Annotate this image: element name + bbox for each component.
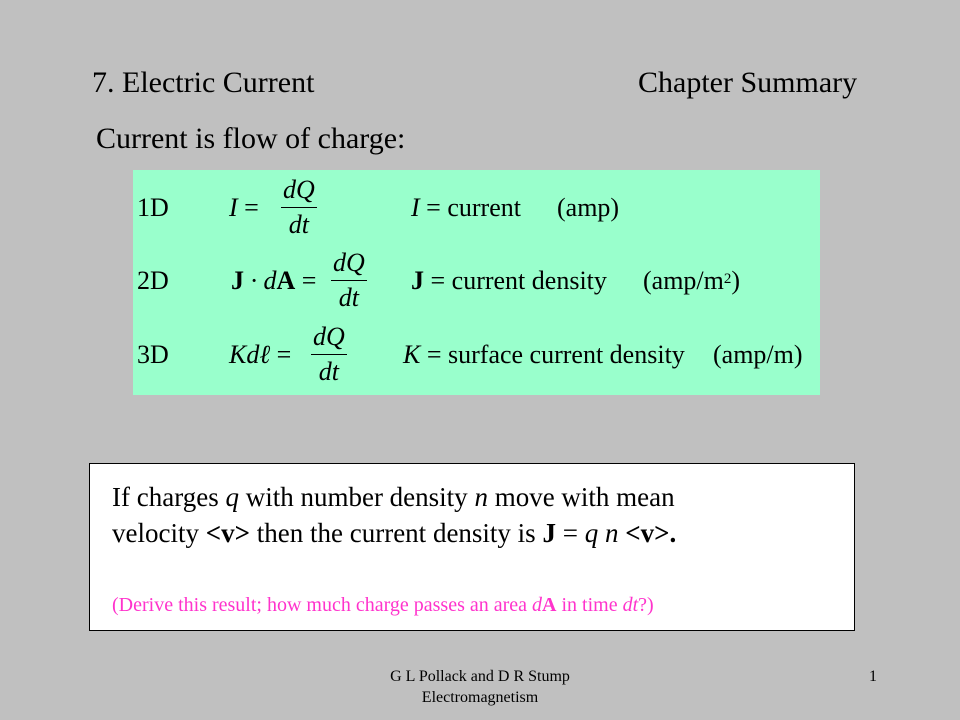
unit-label: (amp/m2): [643, 266, 741, 295]
fraction-numerator: dQ: [313, 322, 345, 351]
info-box: [89, 463, 855, 631]
fraction: dQ dt: [331, 248, 367, 313]
footer-credit: G L Pollack and D R Stump Electromagneti…: [340, 666, 620, 708]
info-text-line-1: If charges q with number density n move …: [112, 482, 675, 512]
footer-authors: G L Pollack and D R Stump: [390, 668, 570, 685]
derive-prompt: (Derive this result; how much charge pas…: [112, 594, 654, 616]
chapter-label: Chapter Summary: [638, 66, 858, 99]
equation-lhs: I =: [229, 193, 259, 222]
equation-row-3d: 3D Kdℓ = dQ dt K = surface current densi…: [133, 322, 820, 392]
dimension-label: 3D: [137, 340, 169, 369]
footer-book: Electromagnetism: [421, 689, 539, 706]
equation-row-2d: 2D J · dA = dQ dt J = current density (a…: [133, 248, 820, 318]
equation-rhs: I = current: [411, 193, 521, 222]
page-number: 1: [869, 668, 877, 685]
equation-rhs: J = current density: [411, 266, 607, 295]
equation-lhs: J · dA =: [231, 266, 317, 295]
fraction-denominator: dt: [338, 283, 359, 312]
dimension-label: 2D: [137, 266, 169, 295]
fraction-denominator: dt: [288, 210, 309, 239]
fraction: dQ dt: [281, 175, 317, 240]
unit-label: (amp/m): [713, 340, 803, 369]
equation-box: 1D I = dQ dt I = current (amp) 2D J · dA…: [133, 170, 820, 395]
fraction-denominator: dt: [318, 357, 339, 386]
fraction-numerator: dQ: [283, 175, 315, 204]
subtitle: Current is flow of charge:: [96, 122, 406, 155]
slide-title: 7. Electric Current: [92, 66, 315, 99]
dimension-label: 1D: [137, 193, 169, 222]
fraction-numerator: dQ: [333, 248, 365, 277]
info-text-line-2: velocity <v> then the current density is…: [112, 518, 677, 548]
equation-rhs: K = surface current density: [403, 340, 685, 369]
equation-lhs: Kdℓ =: [229, 340, 292, 369]
unit-label: (amp): [557, 193, 620, 222]
equation-row-1d: 1D I = dQ dt I = current (amp): [133, 175, 820, 245]
fraction: dQ dt: [311, 322, 347, 387]
